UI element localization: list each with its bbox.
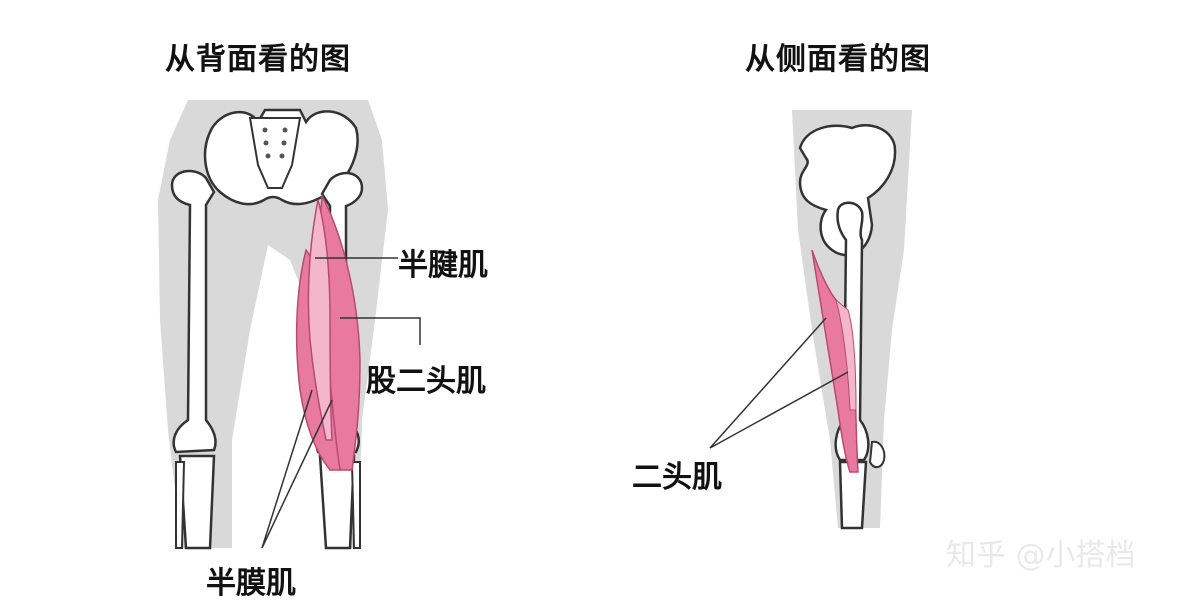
- semitendinosus-label: 半腱肌: [398, 240, 488, 284]
- biceps-femoris-label: 股二头肌: [366, 356, 486, 400]
- semimembranosus-leader-1: [262, 390, 312, 548]
- side-view-figure: [710, 110, 912, 528]
- back-left-fibula: [176, 462, 184, 548]
- biceps-label: 二头肌: [632, 452, 722, 496]
- back-view-figure: [158, 100, 420, 548]
- biceps-leader-1: [710, 318, 826, 448]
- semimembranosus-label: 半膜肌: [206, 558, 296, 602]
- back-right-fibula: [352, 462, 360, 548]
- watermark: 知乎 @小搭档: [946, 530, 1136, 574]
- side-patella: [870, 442, 884, 467]
- back-left-tibia: [180, 456, 214, 548]
